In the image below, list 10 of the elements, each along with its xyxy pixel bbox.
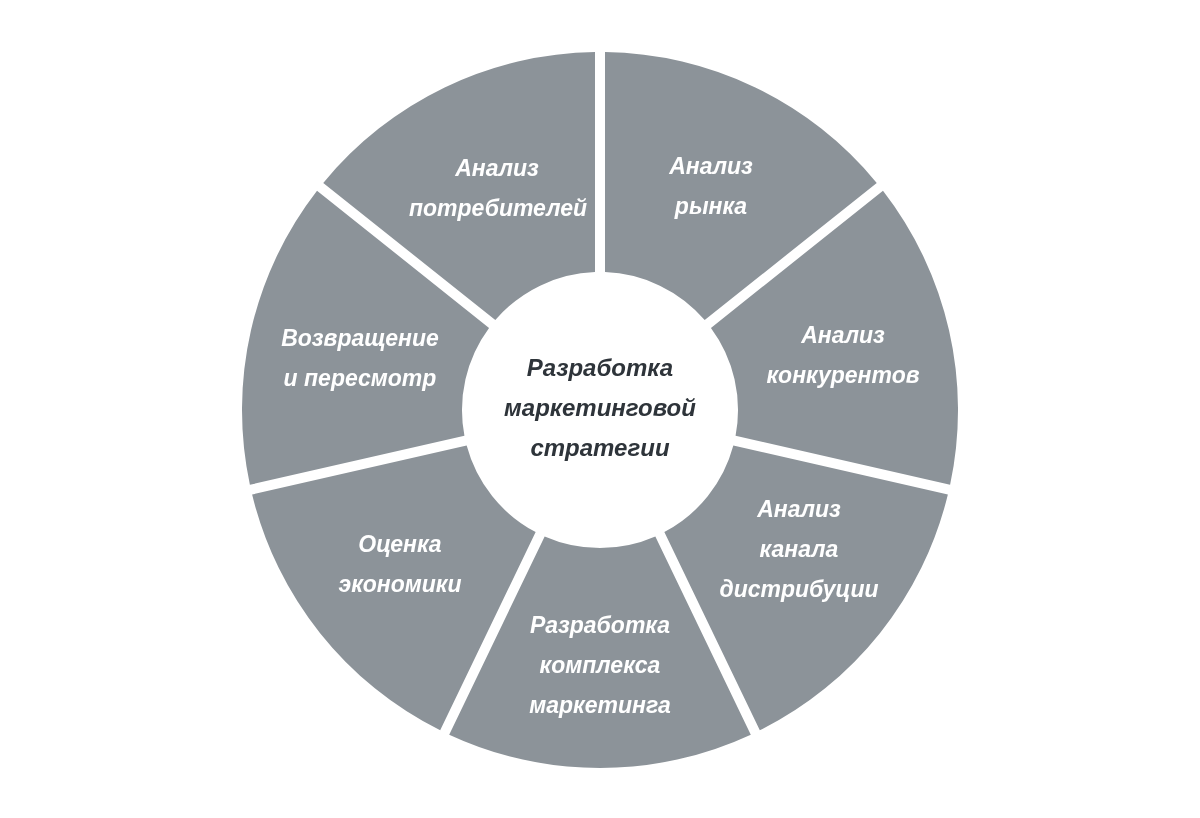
segment-label: Анализ канала дистрибуции xyxy=(718,495,880,604)
segment-label: Анализ конкурентов xyxy=(765,321,921,390)
segment-label: Оценка экономики xyxy=(337,530,463,599)
hub-label: Разработка маркетинговой стратегии xyxy=(503,353,697,463)
segment-label: Разработка комплекса маркетинга xyxy=(528,611,672,720)
wheel-segment xyxy=(605,52,877,321)
segment-label: Анализ потребителей xyxy=(409,154,585,223)
segment-label: Возвращение и пересмотр xyxy=(280,324,440,393)
segment-label: Анализ рынка xyxy=(668,152,754,221)
wheel-segment xyxy=(323,52,595,321)
